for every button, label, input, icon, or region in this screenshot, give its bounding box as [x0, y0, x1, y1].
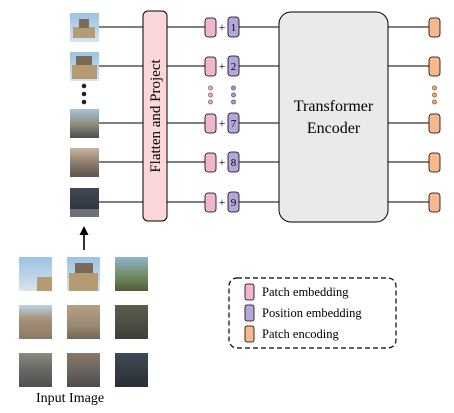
- plus-sign: +: [219, 155, 226, 169]
- input-arrow: [79, 226, 89, 250]
- legend-label-position-embedding: Position embedding: [262, 306, 362, 320]
- patch-embedding-8: [204, 152, 217, 173]
- input-patch-3: [115, 257, 148, 291]
- position-numbers: 1 2 7 8 9: [231, 22, 237, 209]
- patch-thumbnail-8: [70, 148, 99, 177]
- legend-swatch-patch-embedding: [244, 283, 255, 301]
- legend-swatch-position-embedding: [244, 304, 255, 322]
- plus-sign: +: [219, 59, 226, 73]
- encoder-input-connectors: [239, 26, 279, 203]
- input-patch-9: [115, 353, 148, 387]
- patch-encoding-1: [428, 17, 441, 38]
- plus-sign: +: [219, 195, 226, 209]
- input-connectors: [99, 26, 143, 203]
- position-number: 7: [231, 118, 237, 130]
- input-patch-5: [67, 305, 100, 339]
- legend-label-patch-encoding: Patch encoding: [262, 327, 339, 341]
- plus-signs: + + + + +: [219, 20, 226, 209]
- patch-thumbnail-7: [70, 109, 99, 138]
- patch-encoding-9: [428, 192, 441, 213]
- patch-embedding-2: [204, 56, 217, 77]
- encoding-ellipsis: [432, 85, 437, 105]
- transformer-encoder-block: [278, 11, 389, 223]
- patch-encoding-8: [428, 152, 441, 173]
- thumbnail-ellipsis: [81, 83, 87, 105]
- position-number: 9: [231, 197, 237, 209]
- legend-label-patch-embedding: Patch embedding: [262, 285, 349, 299]
- patch-thumbnail-2: [70, 52, 99, 81]
- patch-thumbnail-1: [70, 13, 99, 42]
- plus-sign: +: [219, 20, 226, 34]
- input-patch-1: [19, 257, 52, 291]
- patch-embedding-1: [204, 17, 217, 38]
- input-patch-6: [115, 305, 148, 339]
- transformer-encoder-label-line2: Encoder: [307, 120, 361, 137]
- input-patch-7: [19, 353, 52, 387]
- position-number: 1: [231, 22, 237, 34]
- input-image-caption: Input Image: [36, 391, 105, 406]
- position-number: 2: [231, 61, 237, 73]
- input-patch-2: [67, 257, 100, 291]
- patch-embedding-7: [204, 113, 217, 134]
- patch-thumbnail-9: [70, 188, 99, 217]
- input-patch-8: [67, 353, 100, 387]
- embedding-connectors: [167, 26, 205, 203]
- flatten-project-label: Flatten and Project: [148, 59, 164, 173]
- patch-encoding-2: [428, 56, 441, 77]
- position-embedding-column: [227, 16, 240, 213]
- input-patch-4: [19, 305, 52, 339]
- patch-encoding-7: [428, 113, 441, 134]
- flatten-project-block: [142, 10, 168, 222]
- plus-sign: +: [219, 116, 226, 130]
- transformer-encoder-label-line1: Transformer: [294, 98, 374, 115]
- embedding-ellipsis: [208, 85, 236, 105]
- position-number: 8: [231, 157, 237, 169]
- patch-encoding-column: [428, 17, 441, 213]
- legend-box: [228, 277, 397, 349]
- patch-embedding-9: [204, 192, 217, 213]
- legend-swatch-patch-encoding: [244, 325, 255, 343]
- patch-embedding-column: [204, 17, 217, 213]
- encoder-output-connectors: [388, 26, 429, 203]
